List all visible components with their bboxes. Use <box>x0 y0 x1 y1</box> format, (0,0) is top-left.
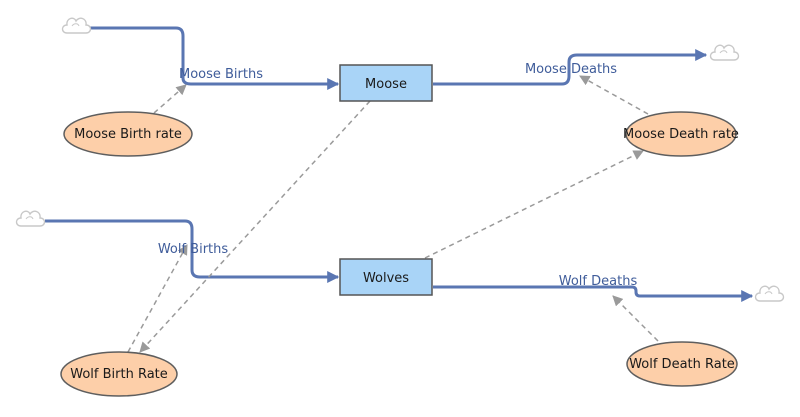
aux-wolf-death-rate-label: Wolf Death Rate <box>629 357 735 372</box>
flow-label-wolf-deaths: Wolf Deaths <box>559 274 638 289</box>
aux-wolf-birth-rate-label: Wolf Birth Rate <box>70 367 168 382</box>
cloud-icon <box>709 44 740 61</box>
aux-moose-death-rate[interactable]: Moose Death rate <box>623 111 739 157</box>
link-moose-to-wolf-birth-rate <box>139 100 371 353</box>
flow-label-moose-births: Moose Births <box>179 67 263 82</box>
link-moose-death-rate-to-moose-deaths <box>579 75 649 115</box>
moose-births-flow-pipe <box>90 26 340 90</box>
stock-wolves[interactable]: Wolves <box>339 258 433 296</box>
aux-moose-death-rate-label: Moose Death rate <box>623 127 739 142</box>
moose-deaths-flow-pipe <box>433 49 708 86</box>
flow-label-wolf-births: Wolf Births <box>158 242 229 257</box>
wolf-births-flow-pipe <box>45 219 340 283</box>
flow-label-moose-deaths: Moose Deaths <box>525 62 617 77</box>
link-wolf-death-rate-to-wolf-deaths <box>612 295 659 342</box>
cloud-icon <box>15 210 46 227</box>
aux-wolf-birth-rate[interactable]: Wolf Birth Rate <box>60 351 178 397</box>
wolf-deaths-flow-pipe <box>433 285 754 302</box>
stock-wolves-label: Wolves <box>363 271 409 286</box>
aux-moose-birth-rate[interactable]: Moose Birth rate <box>63 111 193 157</box>
link-wolves-to-moose-death-rate <box>424 150 644 259</box>
link-wolf-birth-rate-to-wolf-births <box>127 244 188 353</box>
aux-moose-birth-rate-label: Moose Birth rate <box>74 127 182 142</box>
stock-moose-label: Moose <box>365 77 407 92</box>
cloud-icon <box>61 17 92 34</box>
stock-moose[interactable]: Moose <box>339 64 433 102</box>
aux-wolf-death-rate[interactable]: Wolf Death Rate <box>626 341 738 387</box>
link-moose-birth-rate-to-moose-births <box>153 84 187 114</box>
cloud-icon <box>754 285 785 302</box>
